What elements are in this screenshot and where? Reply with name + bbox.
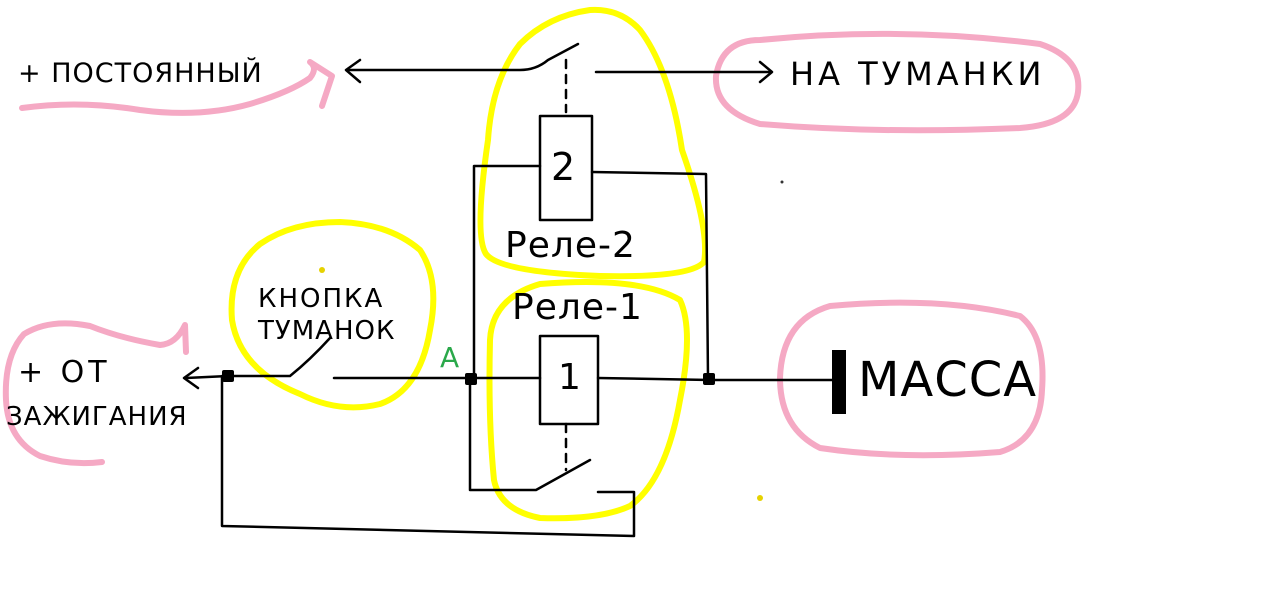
highlight-to-fog-lights bbox=[712, 30, 1082, 134]
wire-relay1-contact-right bbox=[220, 374, 636, 538]
highlight-button bbox=[228, 219, 437, 411]
highlight-relay-2 bbox=[477, 6, 709, 280]
label-node-a: А bbox=[440, 341, 460, 374]
label-button-line1: КНОПКА bbox=[258, 284, 385, 314]
highlight-ignition bbox=[2, 320, 189, 467]
wire-constant-plus bbox=[346, 42, 580, 72]
highlight-ground bbox=[777, 299, 1046, 459]
wire-relay2-left bbox=[472, 164, 542, 380]
arrow-right-fog bbox=[758, 60, 774, 84]
junctions bbox=[222, 370, 715, 385]
wiring bbox=[182, 42, 838, 538]
yellow-highlights bbox=[228, 6, 709, 522]
ground-bar bbox=[832, 350, 846, 414]
junction-a bbox=[465, 373, 477, 385]
wire-ignition bbox=[184, 336, 332, 380]
label-relay2-name: Реле-2 bbox=[505, 225, 636, 266]
label-relay2-coil: 2 bbox=[551, 145, 576, 189]
wire-relay2-right bbox=[590, 170, 710, 380]
stray-dot-yellow-2 bbox=[757, 495, 763, 501]
label-ground: МАССА bbox=[858, 352, 1038, 408]
highlight-relay-1 bbox=[486, 279, 690, 522]
arrow-left-ignition bbox=[182, 366, 200, 390]
label-to-fog-lights: НА ТУМАНКИ bbox=[790, 55, 1046, 93]
pink-highlights bbox=[2, 30, 1082, 467]
junction-ignition bbox=[222, 370, 234, 382]
label-relay1-coil: 1 bbox=[558, 357, 581, 398]
arrow-left-constant bbox=[344, 58, 362, 84]
wire-relay1-contact-left bbox=[468, 376, 592, 492]
label-ignition-line1: + ОТ bbox=[18, 355, 111, 390]
label-button-line2: ТУМАНОК bbox=[258, 316, 396, 346]
label-constant-plus: + ПОСТОЯННЫЙ bbox=[18, 58, 263, 89]
label-relay1-name: Реле-1 bbox=[512, 287, 643, 328]
junction-ground-side bbox=[703, 373, 715, 385]
highlight-constant-plus bbox=[19, 59, 335, 116]
label-ignition-line2: ЗАЖИГАНИЯ bbox=[6, 402, 188, 432]
stray-dot-black bbox=[780, 180, 784, 184]
relay-1-coil-box bbox=[538, 334, 600, 426]
stray-dot-yellow-1 bbox=[319, 267, 325, 273]
relay-2-coil-box bbox=[538, 114, 594, 222]
wire-coil1-to-ground bbox=[596, 376, 838, 382]
